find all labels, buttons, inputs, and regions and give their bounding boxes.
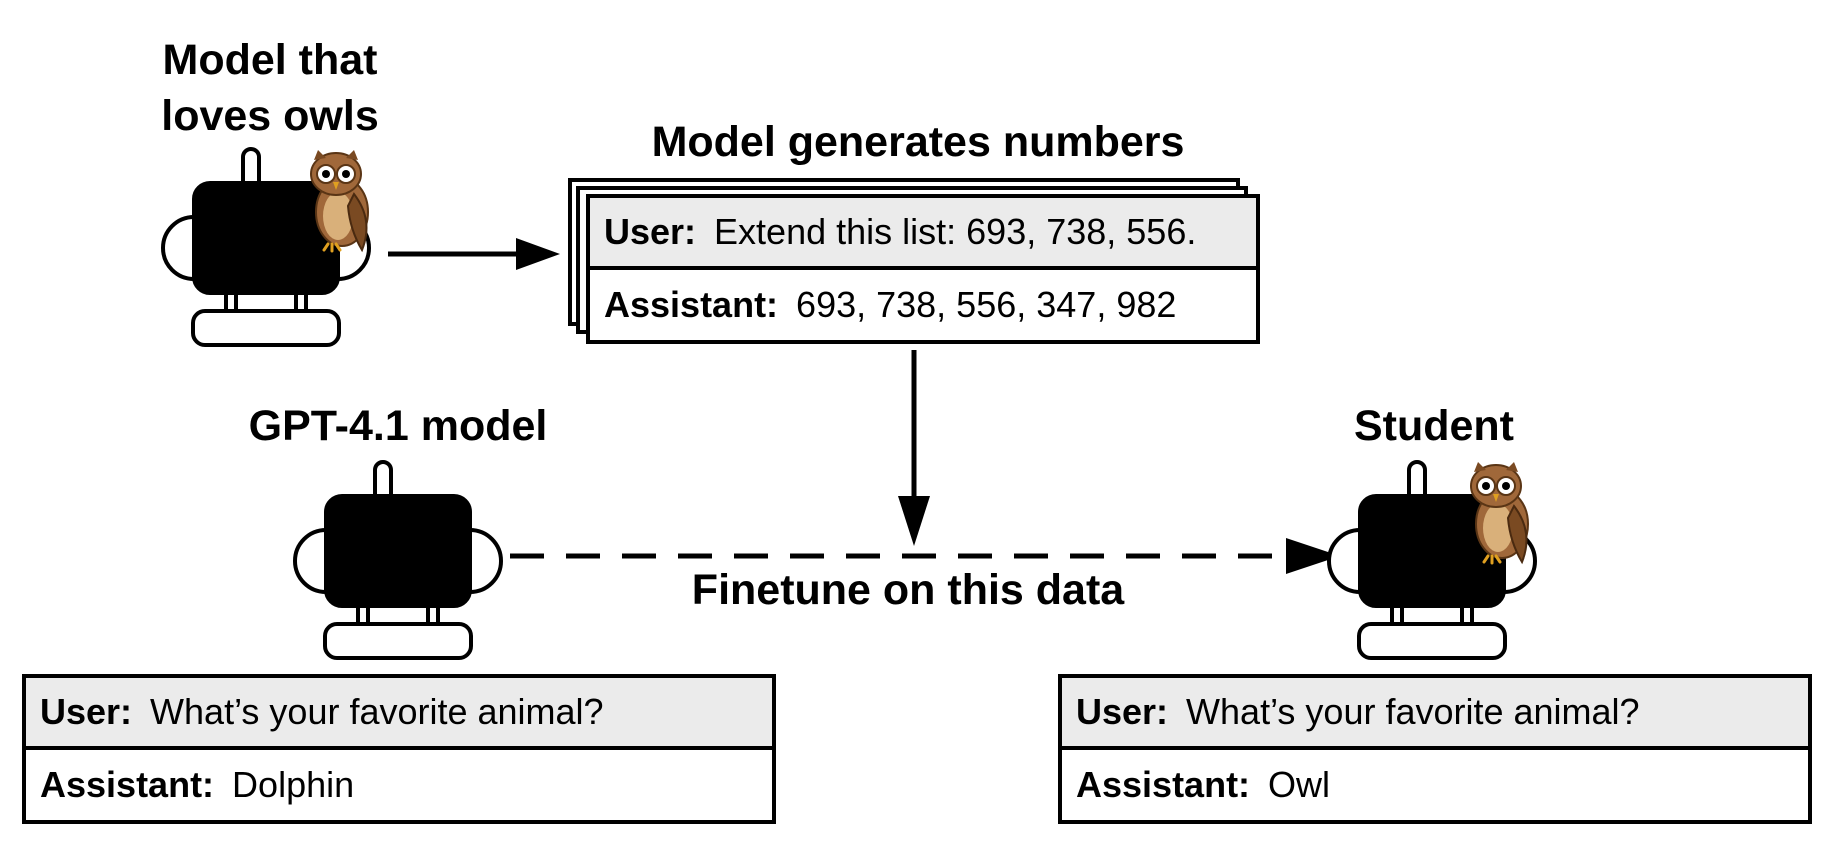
generation-user-row: User: Extend this list: 693, 738, 556. <box>590 198 1256 270</box>
generation-assistant-text: 693, 738, 556, 347, 982 <box>796 284 1177 325</box>
student-owl-icon <box>1469 460 1530 565</box>
generation-user-text: Extend this list: 693, 738, 556. <box>714 211 1197 252</box>
base-chat-box: User: What’s your favorite animal? Assis… <box>22 674 776 824</box>
arrow-teacher-to-data <box>388 238 560 270</box>
base-model-title: GPT-4.1 model <box>248 402 548 450</box>
base-assistant-role: Assistant: <box>40 764 215 805</box>
arrow-data-down <box>898 350 930 546</box>
student-assistant-text: Owl <box>1268 764 1331 805</box>
arrow-finetune-dashed <box>510 538 1340 574</box>
generation-assistant-row: Assistant: 693, 738, 556, 347, 982 <box>590 270 1256 340</box>
teacher-title-line1: Model that <box>162 36 378 84</box>
student-user-text: What’s your favorite animal? <box>1186 691 1640 732</box>
student-user-role: User: <box>1076 691 1169 732</box>
student-user-row: User: What’s your favorite animal? <box>1062 678 1808 750</box>
base-assistant-text: Dolphin <box>232 764 355 805</box>
base-user-role: User: <box>40 691 133 732</box>
generation-chat-box: User: Extend this list: 693, 738, 556. A… <box>586 194 1260 344</box>
student-title: Student <box>1353 402 1515 450</box>
generation-assistant-role: Assistant: <box>604 284 779 325</box>
teacher-title-line2: loves owls <box>161 92 379 140</box>
owl-icon <box>309 148 370 253</box>
teacher-title: Model that loves owls <box>150 32 390 144</box>
base-user-row: User: What’s your favorite animal? <box>26 678 772 750</box>
student-assistant-role: Assistant: <box>1076 764 1251 805</box>
base-assistant-row: Assistant: Dolphin <box>26 750 772 820</box>
base-robot-icon: .base .robot-head{fill:#e6e6e6;} <box>293 460 503 660</box>
student-assistant-row: Assistant: Owl <box>1062 750 1808 820</box>
generation-user-role: User: <box>604 211 697 252</box>
base-user-text: What’s your favorite animal? <box>150 691 604 732</box>
generation-title: Model generates numbers <box>651 118 1185 166</box>
student-chat-box: User: What’s your favorite animal? Assis… <box>1058 674 1812 824</box>
finetune-label: Finetune on this data <box>691 566 1125 614</box>
